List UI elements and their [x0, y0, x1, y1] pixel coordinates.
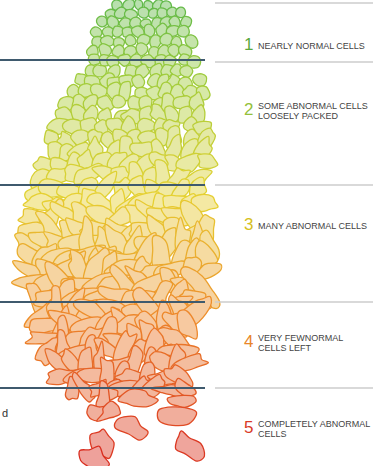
divider-line: [0, 301, 205, 303]
label-slot: 5: [244, 418, 258, 438]
grade-number: 5: [244, 418, 258, 438]
divider-line: [0, 59, 205, 61]
grade-number: 1: [244, 35, 258, 55]
cell-shape: [180, 66, 193, 78]
cell-shape: [132, 75, 145, 89]
cell-shape: [79, 446, 109, 466]
label-slot: SOME ABNORMAL CELLS LOOSELY PACKED: [258, 101, 370, 122]
label-slot: 2: [244, 100, 258, 120]
label-slot: MANY ABNORMAL CELLS: [258, 221, 370, 231]
grade-number: 4: [244, 332, 258, 352]
cell-shape: [112, 95, 126, 108]
label-slot: 3: [244, 215, 258, 235]
grade-description: COMPLETELY ABNORMAL CELLS: [258, 419, 370, 440]
divider-line: [215, 184, 373, 186]
label-slot: NEARLY NORMAL CELLS: [258, 41, 370, 51]
stray-letter: d: [2, 407, 14, 420]
grade-number: 2: [244, 100, 258, 120]
divider-line: [0, 387, 205, 389]
label-slot: COMPLETELY ABNORMAL CELLS: [258, 419, 370, 440]
cell-shape: [97, 401, 121, 421]
cell-shape: [118, 389, 158, 407]
label-slot: 4: [244, 332, 258, 352]
divider-line: [215, 387, 373, 389]
cell-shape: [157, 407, 196, 426]
grade-description: MANY ABNORMAL CELLS: [258, 221, 370, 231]
cell-shape: [96, 16, 107, 27]
grade-description: VERY FEWNORMAL CELLS LEFT: [258, 333, 370, 354]
grade-description: SOME ABNORMAL CELLS LOOSELY PACKED: [258, 101, 370, 122]
divider-line: [215, 301, 373, 303]
grade-description: NEARLY NORMAL CELLS: [258, 41, 370, 51]
cell-shape: [160, 33, 173, 45]
cell-shape: [167, 395, 196, 407]
cell-group: [12, 0, 222, 466]
label-slot: 1: [244, 35, 258, 55]
cell-shape: [198, 154, 218, 169]
divider-line: [0, 184, 205, 186]
grade-number: 3: [244, 215, 258, 235]
cell-shape: [125, 35, 136, 46]
cell-shape: [138, 7, 149, 18]
band-dividers: [0, 3, 373, 388]
label-slot: d: [2, 407, 14, 420]
cell-shape: [115, 416, 149, 440]
cell-shape: [175, 431, 204, 461]
cell-shape: [193, 74, 207, 86]
label-slot: VERY FEWNORMAL CELLS LEFT: [258, 333, 370, 354]
divider-line: [215, 61, 373, 63]
divider-line: [215, 2, 373, 4]
cell-shape: [148, 8, 157, 18]
cell-shape: [112, 26, 123, 37]
